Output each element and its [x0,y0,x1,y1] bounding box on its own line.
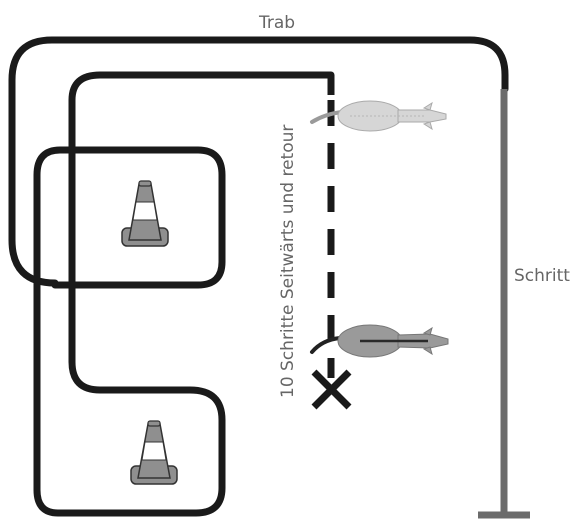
horse-icon [310,100,447,132]
traffic-cone-icon [121,180,169,247]
cross-marker-icon [311,369,352,410]
serpentine-path [33,71,335,517]
horse-icon [310,324,449,358]
trot-label: Trab [258,13,295,33]
walk-label: Schritt [514,266,570,286]
sidestep-label: 10 Schritte Seitwärts und retour [278,125,298,398]
traffic-cone-icon [130,420,178,485]
trot-path [8,36,509,287]
